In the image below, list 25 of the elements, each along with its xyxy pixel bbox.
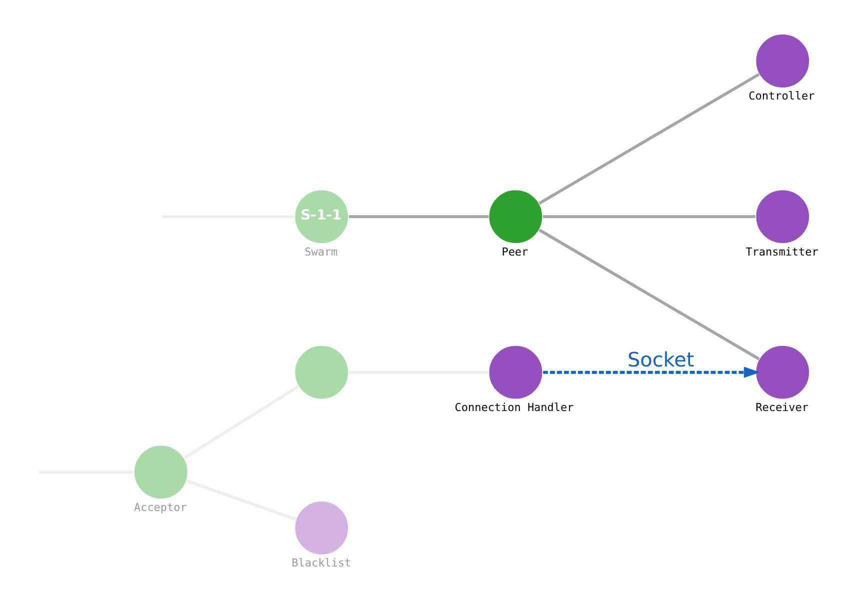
- node-circle: [754, 344, 810, 400]
- node-label: Transmitter: [745, 245, 818, 258]
- connector: [542, 215, 755, 218]
- node-label: Blacklist: [291, 556, 351, 570]
- connector: [183, 385, 299, 460]
- connector: [348, 215, 488, 218]
- connector: [538, 72, 760, 205]
- node-label: Acceptor: [134, 500, 186, 514]
- node-circle: [133, 444, 188, 500]
- node-label: Receiver: [755, 401, 808, 414]
- node-label: Peer: [501, 245, 528, 258]
- node-circle: [294, 500, 349, 556]
- node-circle: [488, 189, 543, 244]
- node-circle: [488, 344, 543, 400]
- node-circle: [754, 189, 810, 244]
- node-circle: S-1-1: [294, 189, 349, 244]
- node-circle: [754, 34, 810, 88]
- edge-label: Socket: [627, 347, 694, 372]
- node-label: Connection Handler: [454, 401, 574, 414]
- arrow: [542, 366, 760, 378]
- node-circle: [294, 344, 349, 400]
- connector: [538, 228, 760, 360]
- node-label: Controller: [748, 90, 814, 103]
- node-label: Swarm: [304, 245, 338, 258]
- connector: [186, 479, 296, 521]
